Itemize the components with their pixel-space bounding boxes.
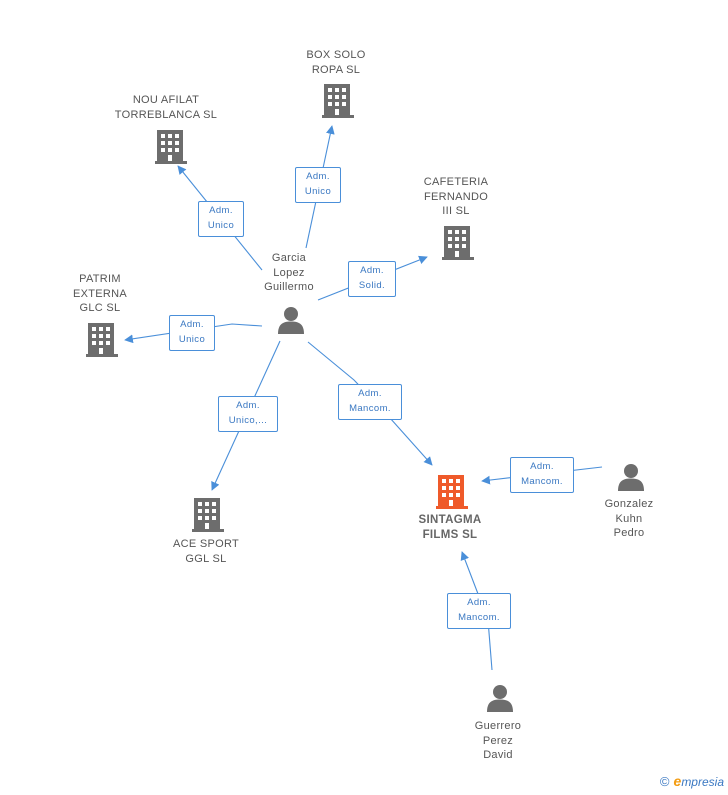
node-label-gonzalez[interactable]: Gonzalez Kuhn Pedro <box>604 498 654 539</box>
edge-label-garcia-to-patrim[interactable]: Adm. Unico <box>169 315 215 351</box>
building-icon-patrim[interactable] <box>86 323 118 357</box>
edge-label-garcia-to-box[interactable]: Adm. Unico <box>295 167 341 203</box>
node-label-guerrero[interactable]: Guerrero Perez David <box>474 720 522 761</box>
edge-label-guerrero-to-sintagma[interactable]: Adm. Mancom. <box>447 593 511 629</box>
building-icon-sintagma[interactable] <box>436 475 468 509</box>
person-icon-gonzalez[interactable] <box>618 464 644 491</box>
brand-watermark: © empresia <box>660 773 724 789</box>
edge-label-garcia-to-nou[interactable]: Adm. Unico <box>198 201 244 237</box>
edge-garcia-to-patrim <box>124 323 263 344</box>
edge-label-garcia-to-ace[interactable]: Adm. Unico,... <box>218 396 278 432</box>
node-label-box[interactable]: BOX SOLO ROPA SL <box>306 49 366 76</box>
edge-label-garcia-to-cafe[interactable]: Adm. Solid. <box>348 261 396 297</box>
node-label-patrim[interactable]: PATRIM EXTERNA GLC SL <box>72 273 128 314</box>
node-label-sintagma[interactable]: SINTAGMA FILMS SL <box>418 514 482 541</box>
person-icon-guerrero[interactable] <box>487 685 513 712</box>
person-icon-garcia[interactable] <box>278 307 304 334</box>
node-label-nou[interactable]: NOU AFILAT TORREBLANCA SL <box>114 94 218 121</box>
node-label-garcia[interactable]: Garcia Lopez Guillermo <box>264 252 314 293</box>
building-icon-cafe[interactable] <box>442 226 474 260</box>
edge-label-garcia-to-sintagma[interactable]: Adm. Mancom. <box>338 384 402 420</box>
building-icon-nou[interactable] <box>155 130 187 164</box>
node-label-ace[interactable]: ACE SPORT GGL SL <box>172 538 240 565</box>
copyright-symbol: © <box>659 773 670 789</box>
node-label-cafe[interactable]: CAFETERIA FERNANDO III SL <box>423 176 489 217</box>
brand-logo: empresia <box>673 773 724 789</box>
edge-label-gonzalez-to-sintagma[interactable]: Adm. Mancom. <box>510 457 574 493</box>
building-icon-ace[interactable] <box>192 498 224 532</box>
building-icon-box[interactable] <box>322 84 354 118</box>
